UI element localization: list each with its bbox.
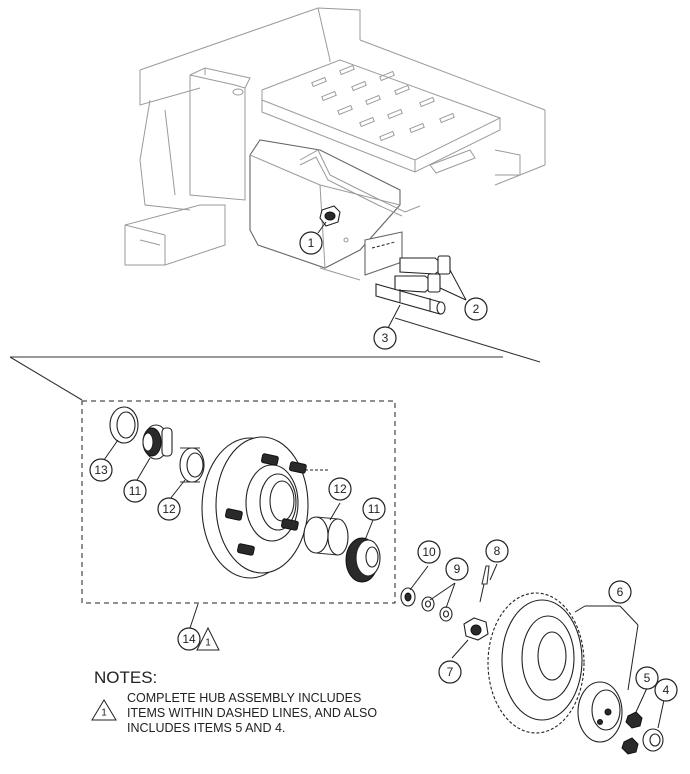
note-warning-triangle-icon — [91, 699, 117, 721]
callout-4-label: 4 — [663, 683, 670, 697]
bearing-item-11-left — [142, 424, 173, 460]
callout-3: 3 — [373, 326, 397, 350]
notes-block: NOTES: 1 COMPLETE HUB ASSEMBLY INCLUDES … — [91, 668, 377, 735]
callout-6-label: 6 — [617, 585, 624, 599]
castle-nut-item-7 — [463, 617, 489, 641]
nut-item-1 — [319, 205, 341, 227]
race-item-12-right — [303, 516, 349, 556]
callout-12-left-label: 12 — [162, 502, 176, 516]
callout-14-label: 14 — [182, 632, 196, 646]
callout-10: 10 — [417, 540, 441, 564]
callout-1-label: 1 — [308, 236, 315, 250]
notes-title: NOTES: — [94, 668, 157, 687]
callout-9-label: 9 — [454, 562, 461, 576]
assembly-note-flag: 1 — [205, 638, 211, 649]
cotter-pin-item-8 — [479, 565, 490, 603]
callout-2-label: 2 — [473, 302, 480, 316]
callout-12-right: 12 — [328, 477, 352, 501]
washer-item-10 — [400, 587, 416, 607]
note-flag-triangle-icon — [196, 626, 220, 651]
callout-12-right-label: 12 — [333, 482, 347, 496]
callout-13: 13 — [89, 458, 113, 482]
notes-line-1: COMPLETE HUB ASSEMBLY INCLUDES — [127, 691, 361, 705]
note-flag-number: 1 — [101, 708, 107, 719]
callout-11-right: 11 — [362, 497, 386, 521]
wheel-rim-item-6 — [577, 681, 623, 743]
notes-line-3: INCLUDES ITEMS 5 AND 4. — [127, 721, 285, 735]
race-item-12-left — [179, 447, 205, 483]
callout-5: 5 — [635, 666, 659, 690]
callout-9: 9 — [445, 557, 469, 581]
seal-item-13 — [109, 406, 139, 444]
callout-3-label: 3 — [382, 331, 389, 345]
lug-nut-item-5 — [621, 711, 643, 755]
callout-11-left-label: 11 — [129, 484, 142, 498]
callout-8-label: 8 — [494, 544, 501, 558]
callout-11-left: 11 — [123, 479, 147, 503]
wheel-tire-item-6 — [487, 592, 585, 734]
notes-line-2: ITEMS WITHIN DASHED LINES, AND ALSO — [127, 706, 377, 720]
hub-body — [201, 436, 330, 579]
callout-2: 2 — [464, 297, 488, 321]
callout-10-label: 10 — [422, 545, 436, 559]
callout-6: 6 — [608, 580, 632, 604]
callout-7: 7 — [438, 660, 462, 684]
callout-1: 1 — [299, 231, 323, 255]
callout-14: 14 1 — [177, 626, 220, 651]
washers-item-9 — [421, 596, 453, 622]
callout-leaders — [103, 221, 665, 729]
callout-8: 8 — [485, 539, 509, 563]
callout-4: 4 — [654, 678, 678, 702]
wheel-studs — [225, 453, 307, 556]
bearing-item-11-right — [345, 537, 381, 583]
callout-12-left: 12 — [157, 497, 181, 521]
hub-cap-item-4 — [642, 728, 664, 752]
machine-frame — [124, 7, 546, 281]
detail-zoom-lines — [9, 317, 541, 401]
bolts-item-2 — [394, 255, 451, 293]
callout-11-right-label: 11 — [368, 502, 381, 516]
callout-5-label: 5 — [644, 671, 651, 685]
callout-7-label: 7 — [447, 665, 454, 679]
hub-assembly-boundary — [81, 400, 396, 604]
callout-13-label: 13 — [94, 463, 108, 477]
axle-bracket — [364, 231, 403, 276]
axle-item-3 — [375, 283, 446, 315]
